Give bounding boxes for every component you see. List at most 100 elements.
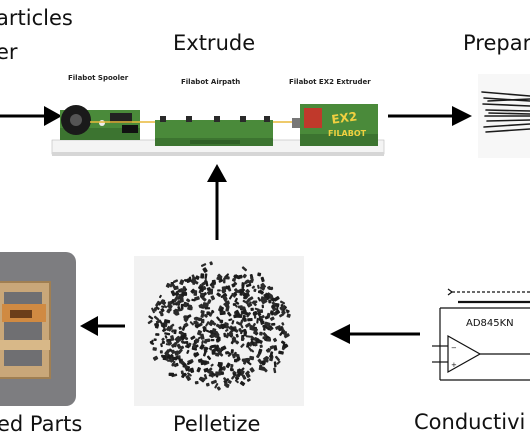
pellet xyxy=(161,323,166,328)
pellet xyxy=(263,356,268,361)
pellet xyxy=(257,290,264,294)
pellet xyxy=(269,353,274,358)
pellet xyxy=(228,294,233,300)
pellet xyxy=(240,369,245,374)
pellet xyxy=(275,325,282,330)
pellet xyxy=(161,299,166,303)
pellet xyxy=(223,295,228,301)
pellet xyxy=(220,371,224,375)
pellet xyxy=(226,285,231,290)
pellet xyxy=(210,339,215,342)
pellet xyxy=(229,332,234,337)
pellet xyxy=(274,355,280,362)
pellet xyxy=(228,318,233,322)
pellet xyxy=(251,322,256,328)
pellet xyxy=(227,379,232,384)
pellet xyxy=(223,378,230,383)
pellet xyxy=(249,367,255,373)
pellet xyxy=(257,284,260,289)
pellet xyxy=(171,284,177,290)
pellet xyxy=(231,353,236,359)
pellet xyxy=(217,361,223,367)
pellet xyxy=(220,295,224,298)
pellet xyxy=(268,299,272,304)
pellet xyxy=(249,276,254,282)
pellet xyxy=(184,302,188,308)
pellet xyxy=(202,326,207,333)
pellet xyxy=(237,371,242,377)
pellet xyxy=(160,308,165,313)
title-line-1: articles xyxy=(0,6,73,30)
pellet xyxy=(183,315,189,322)
pellet xyxy=(215,338,220,343)
pellet xyxy=(193,290,198,296)
pellet xyxy=(166,309,171,314)
pellet xyxy=(202,267,208,273)
pellet xyxy=(260,296,265,302)
pellet xyxy=(227,311,232,317)
pellet xyxy=(165,343,171,346)
pellet xyxy=(241,337,245,341)
pellet xyxy=(223,277,226,284)
pellet xyxy=(211,284,215,289)
pellet xyxy=(259,331,263,336)
pellet xyxy=(201,281,207,286)
pellet xyxy=(283,333,290,339)
pellet xyxy=(191,298,196,302)
pellet xyxy=(204,307,211,310)
pellet xyxy=(214,383,219,389)
pellet xyxy=(269,316,275,321)
pellet xyxy=(180,370,184,375)
pellet xyxy=(266,347,272,353)
pellet xyxy=(161,340,165,344)
pellet xyxy=(242,273,247,279)
arrow-into-extrude xyxy=(0,106,62,126)
pellet xyxy=(167,340,173,345)
pellet xyxy=(250,349,255,353)
pellet xyxy=(186,298,191,303)
pellet xyxy=(244,292,249,296)
pellet xyxy=(208,374,212,377)
pellet xyxy=(264,321,271,327)
pellet xyxy=(197,329,202,336)
pellet xyxy=(271,322,276,326)
pellet xyxy=(200,263,207,267)
pellet xyxy=(246,302,253,308)
pellet xyxy=(163,305,168,309)
pellet xyxy=(176,296,180,300)
pellet xyxy=(239,380,246,387)
printed-parts-label: ed Parts xyxy=(0,412,83,436)
pellet xyxy=(165,325,171,331)
pellet xyxy=(189,306,193,311)
pellet xyxy=(224,328,229,332)
pellet xyxy=(198,303,204,309)
pellet xyxy=(283,331,287,335)
pellet xyxy=(234,297,238,303)
pellet xyxy=(270,310,274,316)
pellet xyxy=(272,337,278,343)
pellet xyxy=(231,374,236,380)
pellet xyxy=(275,309,281,315)
pellet xyxy=(194,338,199,343)
pellet xyxy=(175,289,181,294)
pellet xyxy=(212,322,217,326)
pellet xyxy=(250,307,254,312)
pellet xyxy=(250,335,255,340)
pellet xyxy=(209,261,213,266)
pellet xyxy=(155,300,161,307)
pellet xyxy=(171,329,175,333)
pellet xyxy=(189,367,195,373)
pellet xyxy=(200,292,205,297)
pellet xyxy=(264,292,268,298)
pellet xyxy=(224,276,230,280)
extrude-label: Extrude xyxy=(173,31,256,55)
pellet xyxy=(200,312,205,318)
pellet xyxy=(210,363,214,367)
pellet xyxy=(186,349,190,354)
pellet xyxy=(210,333,216,339)
pellet xyxy=(158,310,164,316)
arrow-conductive-to-pelletize xyxy=(330,324,420,344)
arrow-pelletize-to-parts xyxy=(80,316,125,336)
pellet xyxy=(208,311,213,317)
pellet xyxy=(257,348,263,355)
